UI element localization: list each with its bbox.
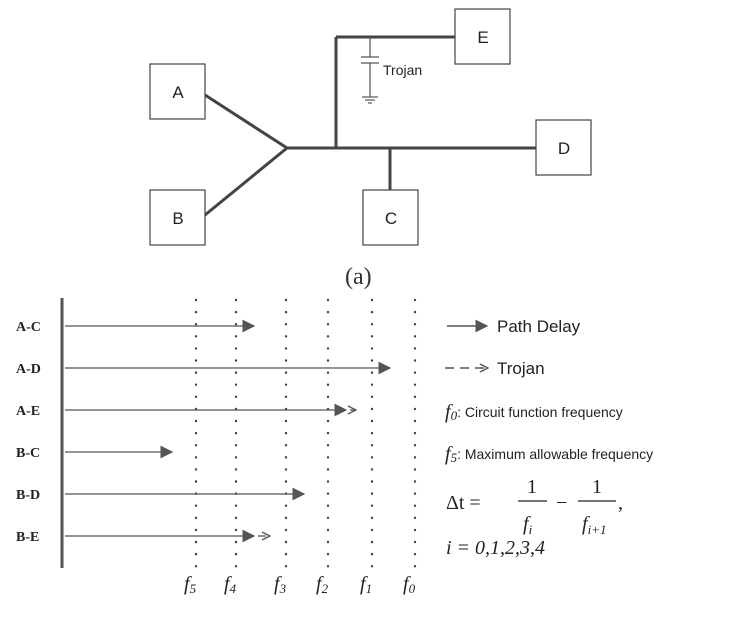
node-d-box (535, 119, 592, 176)
node-c-label: C (385, 209, 397, 228)
formula-num-2: 1 (592, 476, 602, 498)
wire-a-junction (204, 93, 288, 150)
formula-minus: − (556, 492, 567, 514)
wire-b-junction (204, 146, 288, 217)
frequency-axis-labels: f5 f4 f3 f2 f1 f0 (184, 573, 416, 596)
node-b-label: B (172, 209, 183, 228)
freq-label-f4: f4 (224, 573, 237, 596)
trojan-capacitor-icon (361, 37, 379, 104)
legend-trojan-label: Trojan (497, 359, 545, 378)
formula-lhs: Δt = (446, 492, 481, 514)
caption-a: (a) (345, 264, 372, 290)
node-b-box (149, 189, 206, 246)
node-e-label: E (477, 28, 488, 47)
node-c-box (362, 189, 419, 246)
freq-label-f2: f2 (316, 573, 329, 596)
path-label-b-e: B-E (16, 530, 39, 545)
frequency-gridlines (194, 298, 417, 572)
legend-f0: f0: Circuit function frequency (445, 401, 623, 423)
path-label-b-d: B-D (16, 488, 40, 503)
formula-den-2: fi+1 (582, 513, 606, 537)
node-a-label: A (172, 83, 184, 102)
path-label-b-c: B-C (16, 446, 40, 461)
freq-label-f1: f1 (360, 573, 372, 596)
node-e-box (454, 8, 511, 65)
trojan-label: Trojan (383, 62, 422, 78)
delta-t-formula: Δt = 1 fi − 1 fi+1 , i = 0,1,2,3,4 (446, 476, 623, 559)
freq-label-f3: f3 (274, 573, 287, 596)
legend-path-delay-label: Path Delay (497, 317, 581, 336)
formula-index-range: i = 0,1,2,3,4 (446, 537, 545, 559)
path-label-a-d: A-D (16, 362, 41, 377)
path-label-a-e: A-E (16, 404, 40, 419)
freq-label-f0: f0 (403, 573, 416, 596)
node-d-label: D (558, 139, 570, 158)
delay-chart: A-C A-D A-E B-C B-D B-E f5 f4 f3 f2 f1 f0 (16, 298, 417, 596)
freq-label-f5: f5 (184, 573, 197, 596)
node-a-box (149, 63, 206, 120)
legend: Path Delay Trojan f0: Circuit function f… (445, 317, 653, 559)
path-arrows: A-C A-D A-E B-C B-D B-E (16, 319, 392, 545)
formula-num-1: 1 (527, 476, 537, 498)
formula-den-1: fi (523, 513, 533, 537)
legend-f5: f5: Maximum allowable frequency (445, 443, 653, 465)
circuit-diagram: Trojan A B C D E (a) (149, 8, 592, 290)
path-label-a-c: A-C (16, 320, 41, 335)
formula-tail: , (618, 492, 623, 514)
